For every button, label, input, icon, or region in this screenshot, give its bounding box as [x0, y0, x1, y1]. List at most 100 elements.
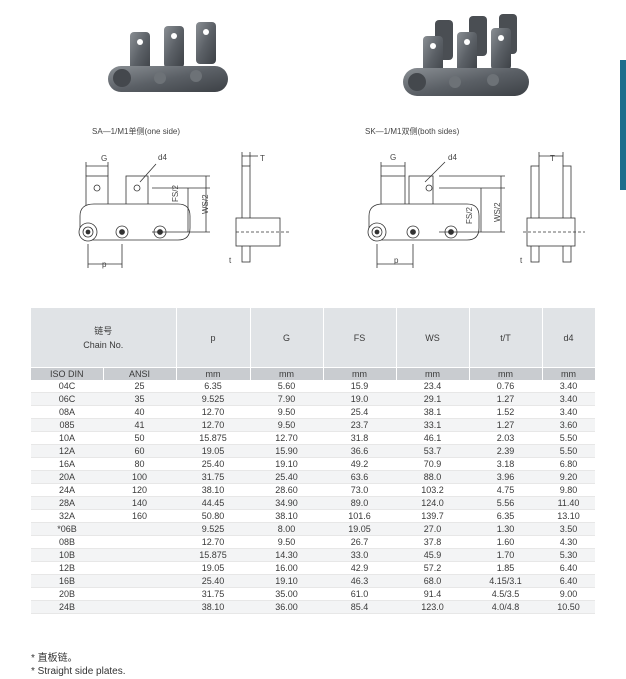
table-cell: 3.50: [542, 522, 595, 536]
table-cell: [103, 535, 176, 549]
dim-label-d4-2: d4: [448, 153, 457, 162]
table-cell: 10B: [31, 548, 103, 562]
table-cell: 45.9: [396, 548, 469, 562]
table-cell: 16A: [31, 457, 103, 471]
table-cell: 40: [103, 405, 176, 419]
table-cell: 2.39: [469, 444, 542, 458]
table-cell: 25.40: [176, 457, 250, 471]
table-cell: 33.0: [323, 548, 396, 562]
header-p: p: [176, 308, 251, 368]
table-cell: 15.90: [250, 444, 323, 458]
table-cell: 140: [103, 496, 176, 510]
table-cell: 12.70: [176, 535, 250, 549]
table-cell: 5.50: [542, 431, 595, 445]
table-cell: 6.40: [542, 561, 595, 575]
table-cell: 160: [103, 509, 176, 523]
table-cell: 9.80: [542, 483, 595, 497]
table-cell: [103, 600, 176, 614]
table-cell: 23.7: [323, 418, 396, 432]
table-cell: 1.52: [469, 405, 542, 419]
table-cell: 7.90: [250, 392, 323, 406]
table-cell: 9.525: [176, 522, 250, 536]
table-cell: 19.10: [250, 574, 323, 588]
table-cell: 5.60: [250, 380, 323, 393]
table-cell: 32A: [31, 509, 103, 523]
table-cell: 06C: [31, 392, 103, 406]
table-cell: 5.30: [542, 548, 595, 562]
table-cell: 085: [31, 418, 103, 432]
table-cell: 25.4: [323, 405, 396, 419]
table-cell: 26.7: [323, 535, 396, 549]
table-cell: 5.56: [469, 496, 542, 510]
table-cell: 70.9: [396, 457, 469, 471]
table-cell: 15.875: [176, 548, 250, 562]
table-cell: 31.75: [176, 587, 250, 601]
dim-label-FS2: FS/2: [171, 185, 180, 202]
table-cell: 38.10: [250, 509, 323, 523]
table-cell: 3.60: [542, 418, 595, 432]
table-cell: 08A: [31, 405, 103, 419]
table-cell: 6.35: [176, 380, 250, 393]
table-cell: 120: [103, 483, 176, 497]
table-cell: 123.0: [396, 600, 469, 614]
dim-label-T: T: [260, 154, 265, 163]
table-cell: 1.27: [469, 418, 542, 432]
table-cell: 12A: [31, 444, 103, 458]
caption-both-sides: SK—1/M1双侧(both sides): [365, 127, 460, 136]
table-cell: 12B: [31, 561, 103, 575]
subheader-unit: mm: [469, 367, 543, 380]
table-cell: 91.4: [396, 587, 469, 601]
table-cell: 9.50: [250, 405, 323, 419]
table-cell: 3.40: [542, 405, 595, 419]
table-cell: 6.80: [542, 457, 595, 471]
caption-one-side: SA—1/M1单侧(one side): [92, 127, 181, 136]
table-cell: 15.9: [323, 380, 396, 393]
subheader-unit: mm: [323, 367, 397, 380]
table-cell: 9.525: [176, 392, 250, 406]
table-cell: 42.9: [323, 561, 396, 575]
table-cell: 1.30: [469, 522, 542, 536]
table-cell: 35: [103, 392, 176, 406]
table-cell: 19.10: [250, 457, 323, 471]
subheader-ansi: ANSI: [103, 367, 177, 380]
table-cell: 1.60: [469, 535, 542, 549]
table-cell: 10A: [31, 431, 103, 445]
table-cell: 11.40: [542, 496, 595, 510]
table-cell: 31.75: [176, 470, 250, 484]
table-cell: 3.96: [469, 470, 542, 484]
table-cell: 73.0: [323, 483, 396, 497]
header-tT: t/T: [469, 308, 543, 368]
header-chain-no-en: Chain No.: [83, 339, 124, 350]
table-cell: 36.6: [323, 444, 396, 458]
table-cell: 15.875: [176, 431, 250, 445]
subheader-unit: mm: [396, 367, 470, 380]
table-cell: [103, 522, 176, 536]
table-cell: 4.0/4.8: [469, 600, 542, 614]
table-cell: 25: [103, 380, 176, 393]
table-cell: 16.00: [250, 561, 323, 575]
table-cell: 57.2: [396, 561, 469, 575]
table-cell: 36.00: [250, 600, 323, 614]
table-cell: 20A: [31, 470, 103, 484]
dim-label-t: t: [229, 256, 232, 265]
table-cell: 41: [103, 418, 176, 432]
table-cell: 9.50: [250, 418, 323, 432]
table-cell: 9.50: [250, 535, 323, 549]
table-cell: 6.35: [469, 509, 542, 523]
table-cell: 89.0: [323, 496, 396, 510]
header-chain-no-cn: 链号: [94, 325, 113, 336]
table-cell: 2.03: [469, 431, 542, 445]
dim-label-G: G: [101, 154, 108, 163]
table-cell: 53.7: [396, 444, 469, 458]
table-cell: 1.85: [469, 561, 542, 575]
table-cell: 29.1: [396, 392, 469, 406]
chain-spec-table: 链号 Chain No. p G FS WS t/T d4 ISO DIN AN…: [31, 308, 596, 614]
